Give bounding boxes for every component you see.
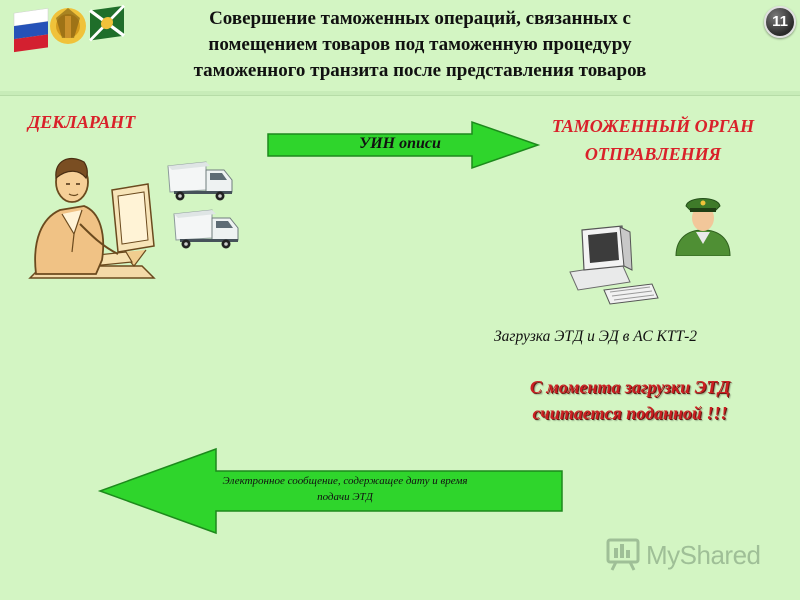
back-arrow (97, 447, 563, 535)
page-title: Совершение таможенных операций, связанны… (150, 6, 690, 84)
back-arrow-label: Электронное сообщение, содержащее дату и… (155, 473, 535, 505)
header-divider (0, 91, 800, 96)
truck-icon (167, 161, 233, 201)
back-arrow-line-2: подачи ЭТД (317, 491, 373, 503)
computer-icon (569, 225, 659, 305)
watermark-text: MyShared (646, 540, 761, 570)
title-line-2: помещением товаров под таможенную процед… (208, 34, 632, 55)
flags-emblem-icon (13, 4, 125, 53)
notice-line-2: считается поданной !!! (532, 403, 728, 423)
presentation-icon (606, 538, 640, 571)
customs-office-label: ТАМОЖЕННЫЙ ОРГАН ОТПРАВЛЕНИЯ (538, 112, 768, 168)
customs-officer-icon (675, 198, 731, 256)
slide-number-badge: 11 (764, 6, 796, 38)
notice-line-1: С момента загрузки ЭТД (529, 377, 731, 397)
title-line-3: таможенного транзита после представления… (193, 60, 647, 81)
title-line-1: Совершение таможенных операций, связанны… (209, 8, 631, 29)
declarant-label: ДЕКЛАРАНТ (28, 112, 136, 132)
customs-office-line-1: ТАМОЖЕННЫЙ ОРГАН (551, 116, 755, 136)
back-arrow-line-1: Электронное сообщение, содержащее дату и… (222, 475, 468, 487)
notice-text: С момента загрузки ЭТД считается поданно… (490, 374, 770, 426)
title-bar: Совершение таможенных операций, связанны… (0, 0, 800, 90)
forward-arrow (267, 120, 541, 170)
forward-arrow-label: УИН описи (359, 135, 441, 152)
person-at-computer-icon (28, 157, 156, 279)
truck-icon (173, 209, 239, 249)
upload-text: Загрузка ЭТД и ЭД в АС КТТ-2 (494, 328, 697, 345)
customs-office-line-2: ОТПРАВЛЕНИЯ (584, 144, 722, 164)
